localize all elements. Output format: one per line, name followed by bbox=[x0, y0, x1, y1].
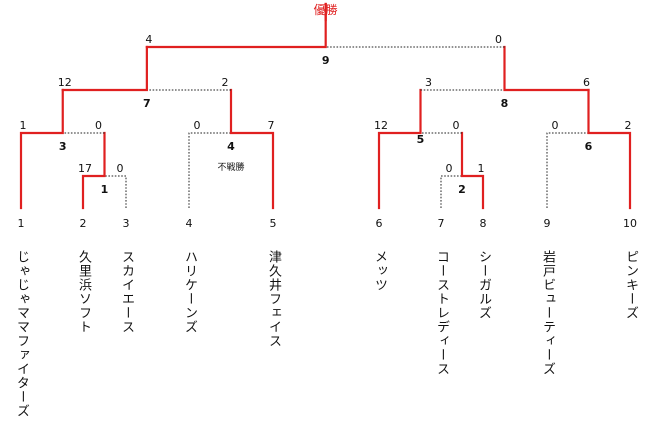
score-label: 2 bbox=[222, 76, 229, 89]
team-name: 岩戸ビューティーズ bbox=[540, 250, 555, 376]
score-label: 0 bbox=[552, 119, 559, 132]
match-number: 2 bbox=[458, 183, 466, 196]
team-seed: 6 bbox=[376, 217, 383, 230]
score-label: 6 bbox=[583, 76, 590, 89]
match-number: 4 bbox=[227, 140, 235, 153]
score-label: 4 bbox=[145, 33, 152, 46]
score-label: 1 bbox=[478, 162, 485, 175]
loser-line bbox=[188, 132, 231, 208]
match-number: 8 bbox=[501, 97, 509, 110]
champion-label: 優勝 bbox=[314, 2, 338, 17]
winner-line bbox=[229, 88, 275, 210]
team-seed: 8 bbox=[480, 217, 487, 230]
match-number: 3 bbox=[59, 140, 67, 153]
score-label: 0 bbox=[453, 119, 460, 132]
team-name: 久里浜ソフト bbox=[76, 250, 91, 334]
loser-line bbox=[104, 175, 127, 208]
score-label: 12 bbox=[374, 119, 388, 132]
team-seed: 3 bbox=[123, 217, 130, 230]
loser-line bbox=[546, 132, 589, 208]
team-seed: 5 bbox=[270, 217, 277, 230]
score-label: 0 bbox=[495, 33, 502, 46]
score-label: 0 bbox=[117, 162, 124, 175]
match-number: 9 bbox=[322, 54, 330, 67]
match-number: 6 bbox=[585, 140, 593, 153]
match-number: 7 bbox=[143, 97, 151, 110]
team-name: スカイエース bbox=[119, 250, 134, 334]
match-number: 1 bbox=[101, 183, 109, 196]
winner-line bbox=[61, 45, 148, 92]
team-name: 津久井フェイス bbox=[266, 250, 281, 348]
loser-line bbox=[440, 175, 462, 208]
winner-line bbox=[145, 2, 327, 49]
score-label: 12 bbox=[58, 76, 72, 89]
team-seed: 1 bbox=[18, 217, 25, 230]
score-label: 2 bbox=[625, 119, 632, 132]
score-label: 17 bbox=[78, 162, 92, 175]
winner-line bbox=[460, 131, 485, 210]
winner-line bbox=[19, 88, 64, 210]
score-label: 0 bbox=[95, 119, 102, 132]
winner-line bbox=[377, 88, 422, 210]
match-number: 5 bbox=[417, 133, 425, 146]
team-seed: 9 bbox=[544, 217, 551, 230]
team-name: コーストレディース bbox=[434, 250, 449, 376]
team-name: シーガルズ bbox=[476, 250, 491, 320]
score-label: 3 bbox=[425, 76, 432, 89]
winner-line bbox=[587, 88, 632, 210]
score-label: 1 bbox=[20, 119, 27, 132]
team-name: じゃじゃママファイターズ bbox=[14, 250, 29, 418]
winner-line bbox=[503, 45, 590, 92]
walkover-note: 不戦勝 bbox=[217, 161, 244, 173]
team-seed: 7 bbox=[438, 217, 445, 230]
team-name: ピンキーズ bbox=[623, 250, 638, 320]
winner-line bbox=[81, 131, 106, 210]
team-seed: 10 bbox=[623, 217, 637, 230]
team-seed: 2 bbox=[80, 217, 87, 230]
score-label: 7 bbox=[268, 119, 275, 132]
team-name: メッツ bbox=[372, 250, 387, 292]
score-label: 0 bbox=[194, 119, 201, 132]
team-seed: 4 bbox=[186, 217, 193, 230]
team-name: ハリケーンズ bbox=[182, 250, 197, 334]
score-label: 0 bbox=[446, 162, 453, 175]
